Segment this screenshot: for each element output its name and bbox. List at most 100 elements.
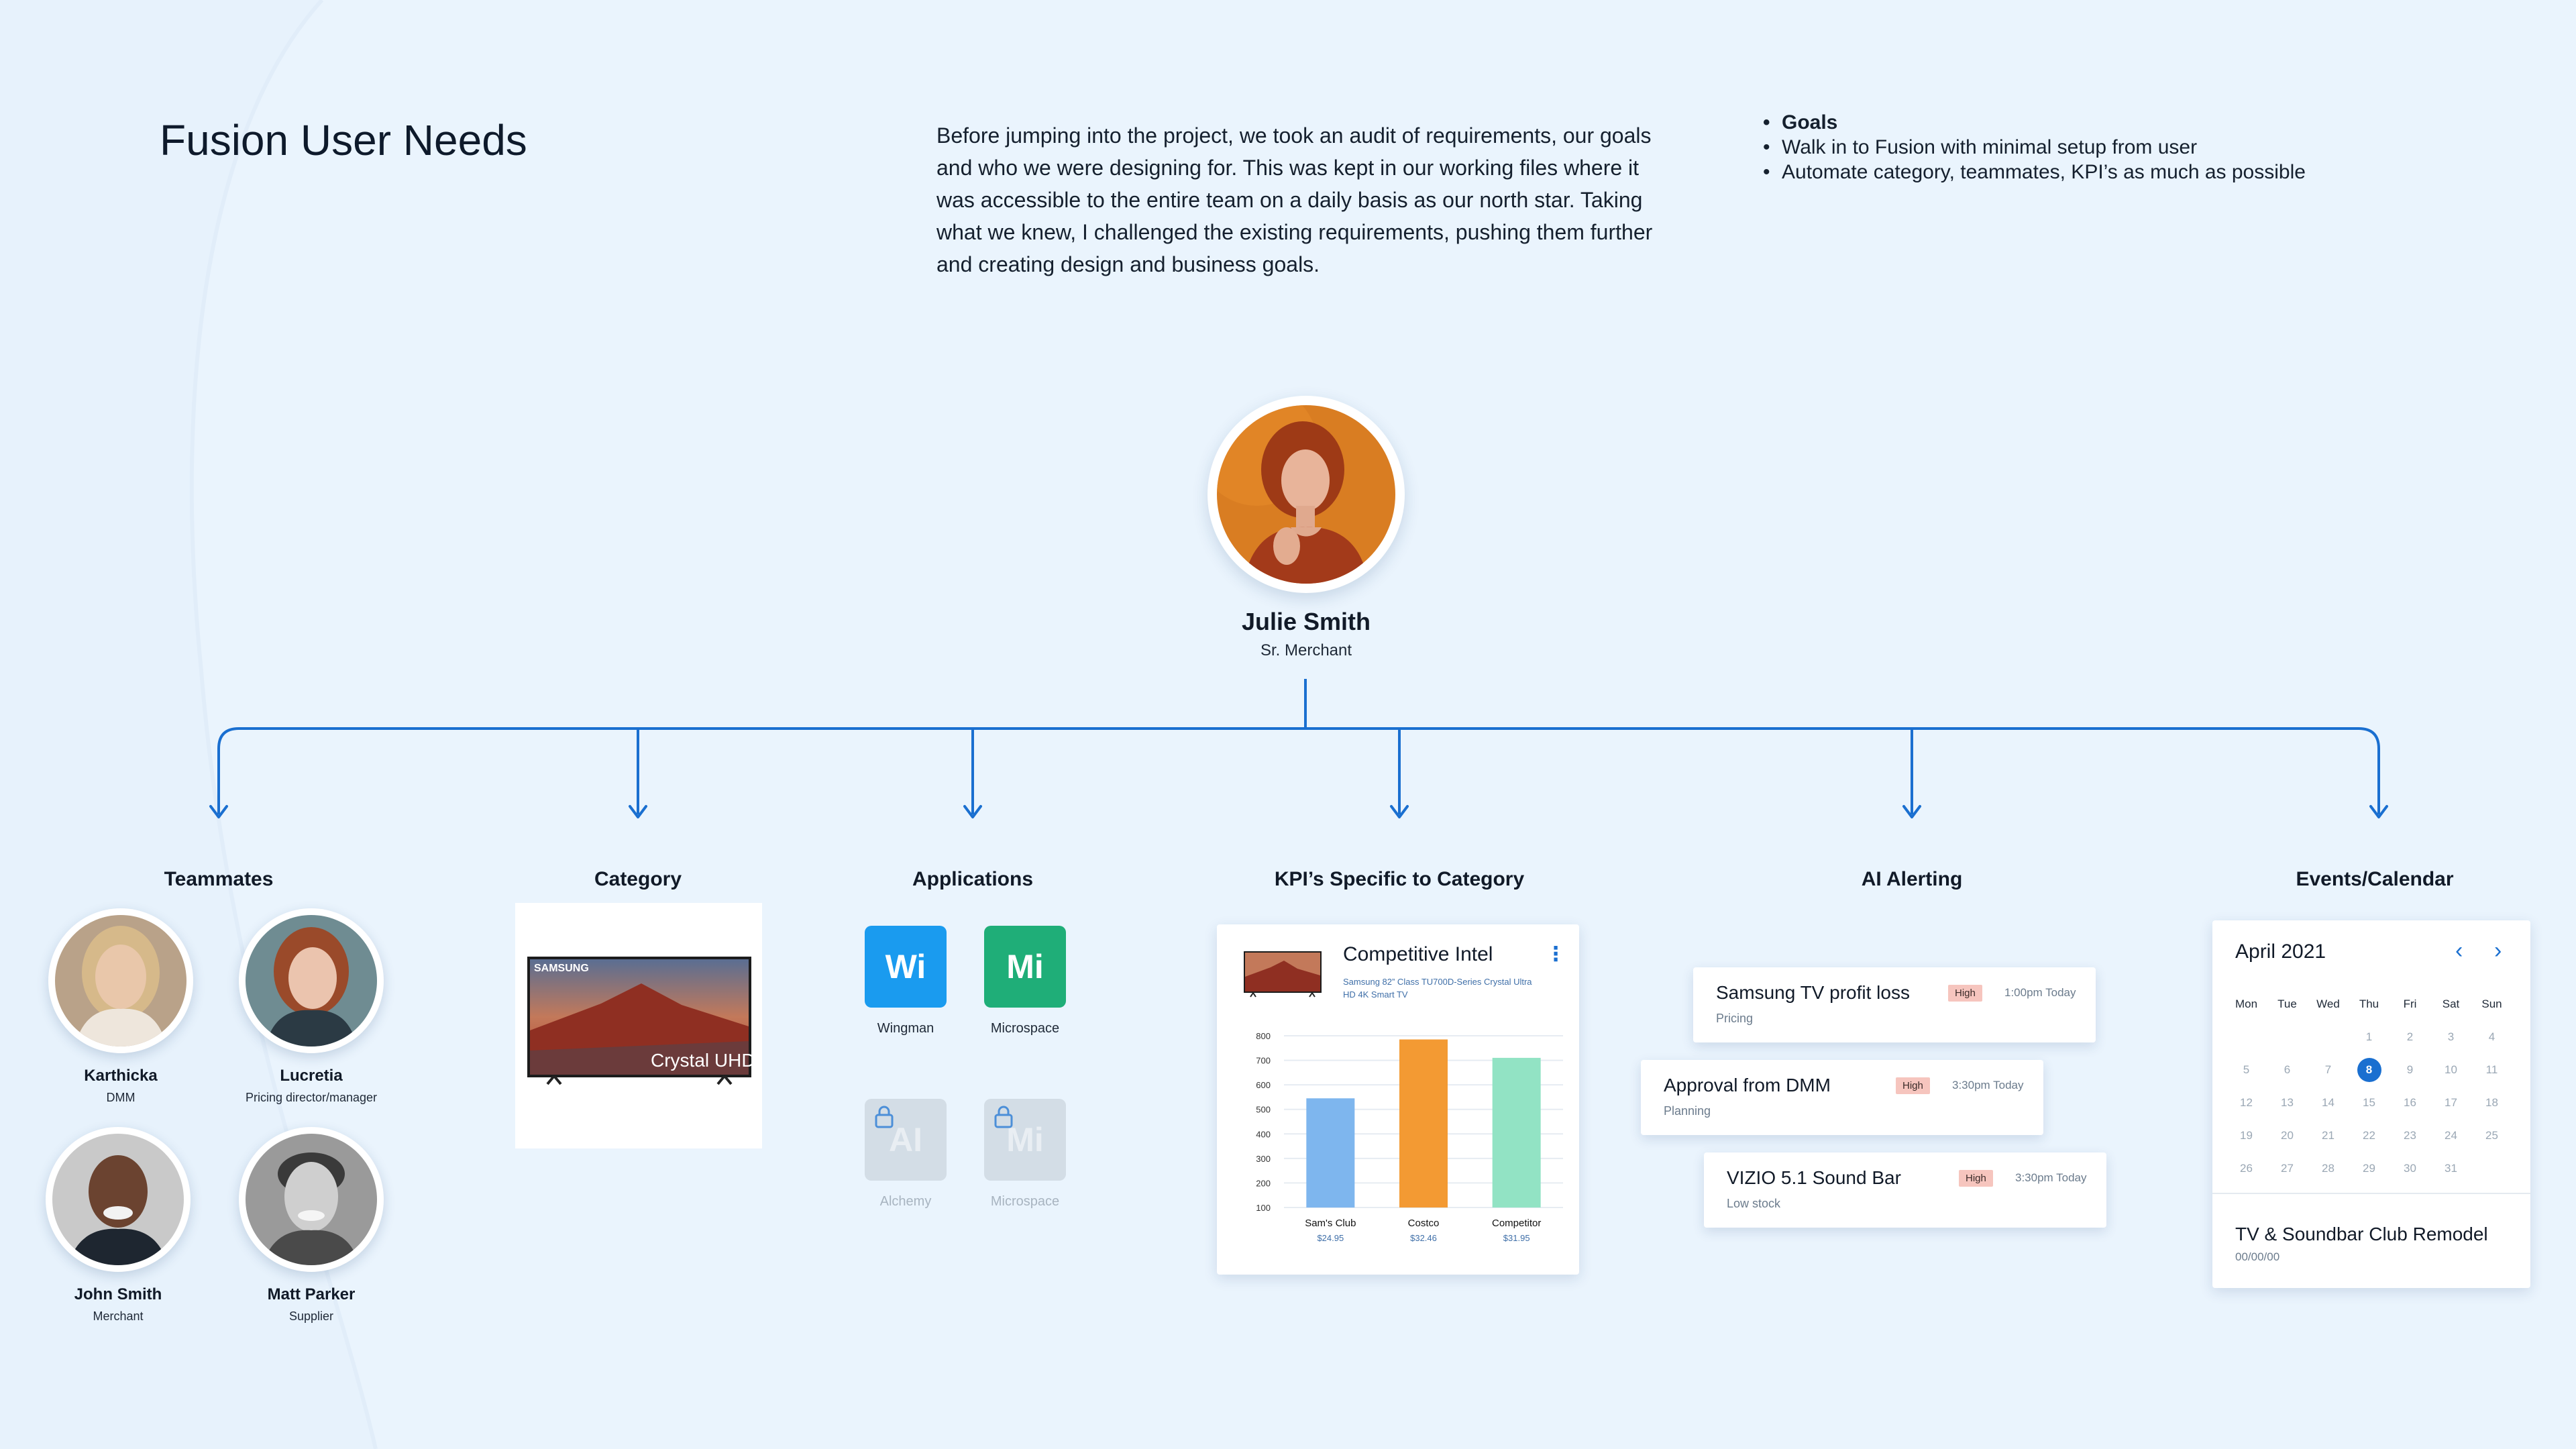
- product-overlay-text: Crystal UHD: [651, 1050, 751, 1071]
- calendar-day[interactable]: 26: [2240, 1161, 2253, 1175]
- weekday-label: Mon: [2235, 997, 2258, 1010]
- chevron-left-icon[interactable]: ‹: [2455, 938, 2463, 963]
- calendar-day[interactable]: 22: [2363, 1128, 2375, 1142]
- persona-avatar: [1208, 396, 1405, 593]
- persona-name: Julie Smith: [1241, 608, 1371, 635]
- calendar-day[interactable]: 20: [2281, 1128, 2294, 1142]
- column-label-category: Category: [594, 868, 682, 890]
- event-title[interactable]: TV & Soundbar Club Remodel: [2235, 1224, 2488, 1244]
- calendar-day[interactable]: 14: [2322, 1095, 2334, 1109]
- calendar-day[interactable]: 5: [2243, 1063, 2250, 1076]
- chevron-right-icon[interactable]: ›: [2494, 938, 2502, 963]
- calendar-day[interactable]: 4: [2488, 1030, 2496, 1043]
- teammate-name: Karthicka: [84, 1067, 158, 1085]
- calendar-day[interactable]: 11: [2485, 1063, 2498, 1076]
- alert-card[interactable]: Approval from DMM Planning High 3:30pm T…: [1641, 1060, 2043, 1135]
- goal-item: Walk in to Fusion with minimal setup fro…: [1762, 135, 2406, 160]
- app-alchemy-locked: AI Alchemy: [839, 1099, 973, 1210]
- app-microspace[interactable]: Mi Microspace: [958, 926, 1092, 1036]
- calendar-day[interactable]: 16: [2404, 1095, 2416, 1109]
- calendar-day[interactable]: 8: [2349, 1057, 2390, 1082]
- calendar-day[interactable]: 1: [2365, 1030, 2373, 1043]
- alert-card[interactable]: Samsung TV profit loss Pricing High 1:00…: [1693, 967, 2096, 1042]
- calendar-day[interactable]: 21: [2322, 1128, 2334, 1142]
- more-vertical-icon[interactable]: ⋮: [1546, 943, 1566, 965]
- column-label-applications: Applications: [912, 868, 1033, 890]
- alert-card[interactable]: VIZIO 5.1 Sound Bar Low stock High 3:30p…: [1704, 1152, 2106, 1228]
- category-card[interactable]: SAMSUNG Crystal UHD: [515, 903, 762, 1148]
- teammate-role: DMM: [106, 1091, 136, 1104]
- brand-logo-text: SAMSUNG: [534, 963, 589, 974]
- teammate-role: Merchant: [93, 1309, 144, 1323]
- weekday-label: Fri: [2403, 997, 2417, 1010]
- teammate-name: John Smith: [74, 1285, 162, 1303]
- bar: [1492, 1057, 1541, 1208]
- app-wingman[interactable]: Wi Wingman: [839, 926, 973, 1036]
- calendar-day[interactable]: 18: [2485, 1095, 2498, 1109]
- calendar-day[interactable]: 27: [2281, 1161, 2294, 1175]
- teammate-card[interactable]: Karthicka DMM: [20, 908, 221, 1105]
- goals-heading: Goals: [1762, 110, 2406, 135]
- x-tick-label: Costco: [1408, 1218, 1440, 1229]
- calendar-day[interactable]: 7: [2324, 1063, 2332, 1076]
- bar: [1399, 1039, 1448, 1208]
- calendar-day[interactable]: 6: [2284, 1063, 2291, 1076]
- alert-category: Planning: [1664, 1104, 1711, 1118]
- calendar-day[interactable]: 9: [2406, 1063, 2414, 1076]
- calendar-day[interactable]: 31: [2445, 1161, 2457, 1175]
- y-tick-label: 700: [1256, 1056, 1271, 1066]
- app-label: Microspace: [990, 1194, 1060, 1209]
- calendar-day[interactable]: 10: [2445, 1063, 2457, 1076]
- calendar-week-row: 1 2 3 4: [2226, 1020, 2521, 1053]
- divider: [2212, 1193, 2530, 1194]
- weekday-label: Sun: [2481, 997, 2502, 1010]
- calendar-month: April 2021: [2235, 941, 2326, 963]
- y-tick-label: 300: [1256, 1154, 1271, 1164]
- alert-time: 3:30pm Today: [1952, 1079, 2024, 1091]
- calendar-day[interactable]: 29: [2363, 1161, 2375, 1175]
- calendar-day[interactable]: 19: [2240, 1128, 2253, 1142]
- app-abbr: AI: [889, 1121, 922, 1159]
- y-tick-label: 800: [1256, 1031, 1271, 1041]
- calendar-day[interactable]: 25: [2485, 1128, 2498, 1142]
- bar: [1306, 1098, 1355, 1208]
- teammate-card[interactable]: Lucretia Pricing director/manager: [211, 908, 412, 1105]
- weekday-label: Thu: [2359, 997, 2379, 1010]
- calendar-day[interactable]: 24: [2445, 1128, 2457, 1142]
- calendar-day[interactable]: 30: [2404, 1161, 2416, 1175]
- kpi-card[interactable]: Competitive Intel Samsung 82” Class TU70…: [1217, 924, 1579, 1275]
- priority-badge: High: [1948, 985, 1982, 1002]
- tv-product-image: SAMSUNG Crystal UHD: [527, 957, 751, 1085]
- app-tile[interactable]: Wi: [865, 926, 947, 1008]
- y-tick-label: 600: [1256, 1080, 1271, 1090]
- app-microspace-locked: Mi Microspace: [958, 1099, 1092, 1210]
- calendar-day[interactable]: 3: [2447, 1030, 2455, 1043]
- column-label-teammates: Teammates: [164, 868, 274, 890]
- avatar: [239, 1127, 384, 1272]
- alert-title: VIZIO 5.1 Sound Bar: [1727, 1167, 1901, 1188]
- app-tile[interactable]: Mi: [984, 926, 1066, 1008]
- calendar-week-row: 5 6 7 8 9 10 11: [2226, 1053, 2521, 1086]
- calendar-day[interactable]: 12: [2240, 1095, 2253, 1109]
- avatar: [48, 908, 193, 1053]
- calendar-day[interactable]: 28: [2322, 1161, 2334, 1175]
- alert-category: Low stock: [1727, 1197, 1781, 1210]
- calendar-day[interactable]: 17: [2445, 1095, 2457, 1109]
- calendar-day[interactable]: 2: [2406, 1030, 2414, 1043]
- teammate-card[interactable]: John Smith Merchant: [17, 1127, 219, 1324]
- calendar-day[interactable]: 15: [2363, 1095, 2375, 1109]
- tv-thumbnail: [1244, 951, 1322, 998]
- goals-list: Goals Walk in to Fusion with minimal set…: [1762, 110, 2406, 184]
- teammate-card[interactable]: Matt Parker Supplier: [211, 1127, 412, 1324]
- column-label-alerting: AI Alerting: [1861, 868, 1963, 890]
- lock-icon: [994, 1106, 1013, 1128]
- calendar-day[interactable]: 13: [2281, 1095, 2294, 1109]
- app-label: Microspace: [990, 1021, 1060, 1036]
- calendar-day[interactable]: 23: [2404, 1128, 2416, 1142]
- avatar: [239, 908, 384, 1053]
- alert-time: 3:30pm Today: [2015, 1171, 2087, 1184]
- app-abbr: Mi: [1006, 1121, 1044, 1159]
